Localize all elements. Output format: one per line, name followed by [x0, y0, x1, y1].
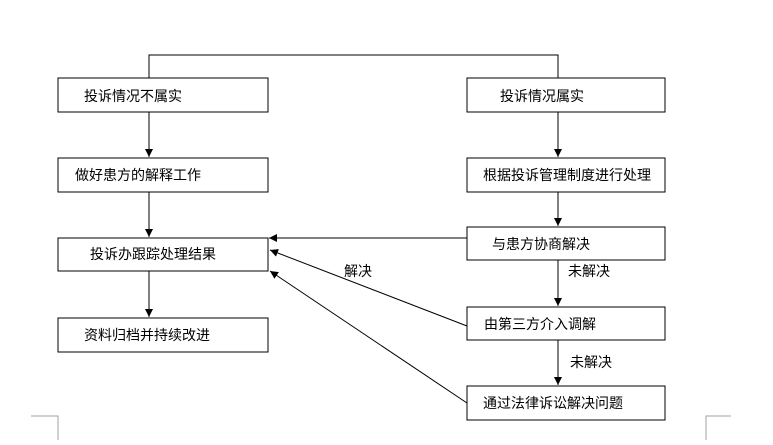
node-litigation-label: 通过法律诉讼解决问题	[483, 396, 623, 412]
node-explain: 做好患方的解释工作	[57, 157, 269, 193]
node-negotiate-label: 与患方协商解决	[492, 237, 590, 253]
node-true: 投诉情况属实	[466, 77, 666, 113]
node-handle-label: 根据投诉管理制度进行处理	[483, 168, 651, 184]
page-corner-mark-left	[31, 415, 59, 440]
node-negotiate: 与患方协商解决	[466, 226, 666, 261]
node-tracking: 投诉办跟踪处理结果	[57, 237, 269, 272]
arrow-litigation-to-tracking	[269, 270, 468, 404]
node-tracking-label: 投诉办跟踪处理结果	[90, 247, 216, 263]
edge-label-unresolved-2: 未解决	[570, 355, 612, 371]
node-mediation-label: 由第三方介入调解	[484, 316, 596, 333]
node-not-true-label: 投诉情况不属实	[84, 89, 182, 105]
node-not-true: 投诉情况不属实	[57, 77, 269, 113]
edge-label-unresolved-1: 未解决	[568, 264, 610, 280]
node-mediation: 由第三方介入调解	[466, 306, 666, 341]
node-handle: 根据投诉管理制度进行处理	[466, 157, 666, 193]
top-branch-connector	[148, 54, 559, 78]
node-explain-label: 做好患方的解释工作	[75, 168, 201, 184]
arrow-mediation-to-tracking	[269, 249, 468, 327]
node-archive-label: 资料归档并持续改进	[84, 327, 210, 344]
node-litigation: 通过法律诉讼解决问题	[466, 385, 666, 421]
edge-label-resolved: 解决	[344, 264, 372, 280]
page-corner-mark-right	[705, 415, 731, 440]
node-true-label: 投诉情况属实	[500, 89, 584, 105]
node-archive: 资料归档并持续改进	[57, 317, 269, 353]
